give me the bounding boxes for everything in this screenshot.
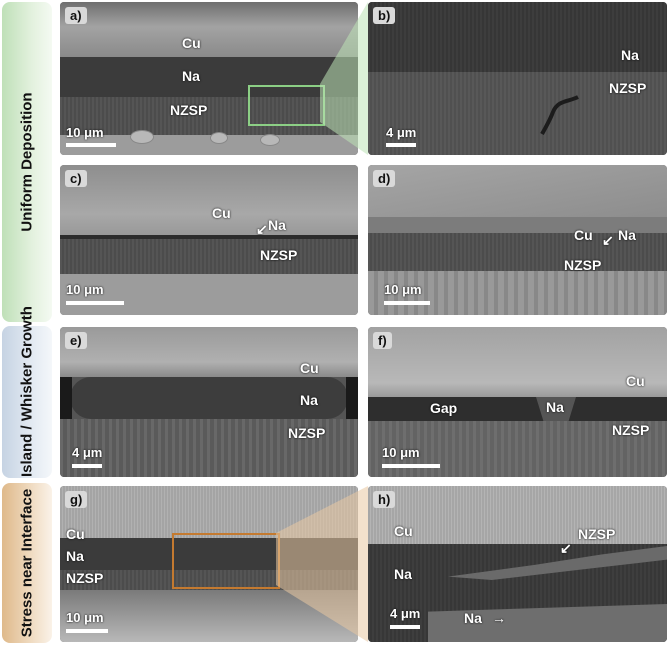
na2-arrow: → [492, 610, 506, 626]
section-label-stress: Stress near Interface [19, 488, 36, 638]
scale-bar-label: 10 μm [382, 445, 420, 460]
nzsp-label: NZSP [612, 422, 650, 438]
panel-d: d) Cu ↙ Na NZSP 10 μm [368, 165, 667, 315]
zoom-box [172, 533, 280, 589]
cu-label: Cu [300, 360, 319, 376]
nzsp-label: NZSP [564, 257, 602, 273]
section-label-uniform: Uniform Deposition [18, 92, 36, 232]
na-label: Na [300, 392, 318, 408]
cu-layer [368, 165, 667, 217]
nzsp-layer [60, 97, 358, 135]
cu-label: Cu [394, 523, 413, 539]
scale-bar-label: 4 μm [390, 606, 421, 621]
na-label: Na [621, 47, 639, 63]
scale-bar [384, 301, 430, 305]
scale-bar [66, 143, 116, 147]
cu-layer [368, 327, 667, 397]
nzsp-label: NZSP [260, 247, 298, 263]
scale-bar [390, 625, 420, 629]
panel-label: c) [65, 170, 87, 187]
section-label-island: Island / Whisker Growth [19, 306, 36, 477]
na-label: Na [394, 566, 412, 582]
defect-crack [540, 95, 579, 135]
particle [260, 134, 280, 146]
panel-h: h) Cu NZSP ↙ Na Na → 4 μm [368, 486, 667, 642]
section-uniform-deposition: Uniform Deposition [2, 2, 52, 322]
cu-label: Cu [182, 35, 201, 51]
na-label: Na [182, 68, 200, 84]
cu-layer [60, 165, 358, 235]
scale-bar-label: 10 μm [66, 610, 104, 625]
nzsp-label: NZSP [609, 80, 647, 96]
cu-layer [60, 2, 358, 57]
scale-bar [386, 143, 416, 147]
substrate-layer [368, 271, 667, 315]
na-arrow: ↙ [256, 221, 268, 237]
panel-e: e) Cu Na NZSP 4 μm [60, 327, 358, 477]
scale-bar-label: 4 μm [72, 445, 103, 460]
na2-label: Na [464, 610, 482, 626]
na-island [70, 377, 348, 419]
na-label: Na [618, 227, 636, 243]
nzsp-label: NZSP [170, 102, 208, 118]
scale-bar-label: 10 μm [384, 282, 422, 297]
zoom-box [248, 85, 325, 126]
na-arrow: ↙ [602, 232, 614, 248]
na-layer [60, 57, 358, 97]
panel-f: f) Cu Gap Na NZSP 10 μm [368, 327, 667, 477]
section-label-island-text: Island / Whisker Growth [18, 306, 36, 477]
nzsp-arrow: ↙ [560, 540, 572, 556]
na-label: Na [546, 399, 564, 415]
scale-bar [66, 301, 124, 305]
gap-region [346, 377, 358, 419]
gap-label: Gap [430, 400, 458, 416]
panel-label: a) [65, 7, 87, 24]
nzsp-label: NZSP [66, 570, 104, 586]
panel-label: e) [65, 332, 87, 349]
particle [210, 132, 228, 144]
na-layer [368, 2, 667, 72]
cu-film [368, 217, 667, 233]
cu-layer [60, 327, 358, 377]
scale-bar [66, 629, 108, 633]
scale-bar [382, 464, 440, 468]
na-island [536, 397, 576, 423]
scale-bar [72, 464, 102, 468]
particle [130, 130, 154, 144]
section-label-stress-text: Stress near Interface [18, 488, 36, 638]
zoom-connector [320, 2, 368, 155]
panel-b: b) Na NZSP 4 μm [368, 2, 667, 155]
panel-label: g) [65, 491, 88, 508]
cu-label: Cu [574, 227, 593, 243]
cu-layer [368, 486, 667, 544]
scale-bar-label: 4 μm [386, 125, 417, 140]
panel-label: d) [373, 170, 396, 187]
nzsp-layer [60, 419, 358, 477]
section-stress-interface: Stress near Interface [2, 483, 52, 643]
panel-label: b) [373, 7, 396, 24]
na-layer [60, 235, 358, 239]
panel-label: h) [373, 491, 396, 508]
zoom-connector [276, 486, 368, 642]
scale-bar-label: 10 μm [66, 282, 104, 297]
panel-c: c) Cu Na ↙ NZSP 10 μm [60, 165, 358, 315]
nzsp-layer [368, 72, 667, 155]
nzsp-label: NZSP [578, 526, 616, 542]
na-label: Na [268, 217, 286, 233]
nzsp-label: NZSP [288, 425, 326, 441]
gap-region [60, 377, 72, 419]
cu-label: Cu [66, 526, 85, 542]
gap-region [368, 397, 667, 421]
nzsp-layer [368, 233, 667, 271]
scale-bar-label: 10 μm [66, 125, 104, 140]
nzsp-layer [60, 239, 358, 274]
section-island-whisker: Island / Whisker Growth [2, 306, 52, 478]
substrate-layer [60, 274, 358, 315]
panel-a: a) Cu Na NZSP 10 μm [60, 2, 358, 155]
cu-label: Cu [626, 373, 645, 389]
cu-label: Cu [212, 205, 231, 221]
na-label: Na [66, 548, 84, 564]
panel-label: f) [373, 332, 392, 349]
